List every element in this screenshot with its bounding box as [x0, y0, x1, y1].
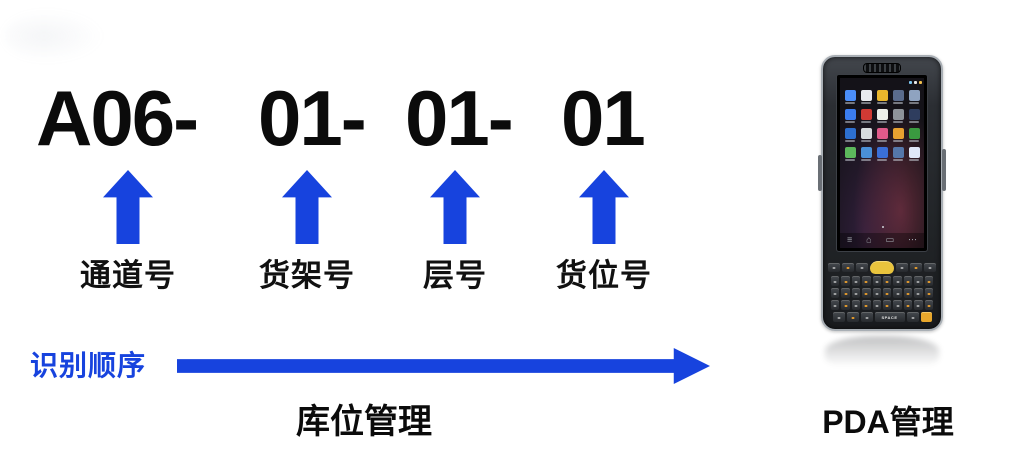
app-icon	[859, 109, 873, 123]
app-icon	[891, 147, 905, 161]
app-icon	[891, 90, 905, 104]
keyboard-key	[832, 312, 845, 322]
status-bar	[840, 78, 924, 86]
keyboard-key	[830, 288, 840, 298]
keyboard-key	[872, 300, 881, 310]
sequence-order-label: 识别顺序	[30, 350, 147, 381]
keyboard-key	[893, 288, 902, 298]
home-icon: ⌂	[866, 234, 872, 245]
menu-icon: ≡	[846, 234, 853, 245]
keyboard-key	[862, 300, 871, 310]
segment-label-aisle: 通道号	[80, 258, 176, 293]
caption-pda-management: PDA管理	[822, 404, 954, 440]
space-key: SPACE	[874, 312, 905, 322]
app-icon	[875, 109, 889, 123]
app-icon	[859, 90, 873, 104]
right-arrow-icon	[177, 348, 710, 384]
up-arrow-icon	[579, 170, 629, 244]
keyboard-key	[842, 263, 854, 272]
keyboard-key	[914, 300, 923, 310]
pda-body: ≡ ⌂ ▭ ⋯ SPACE	[818, 55, 946, 331]
keyboard-key	[828, 263, 840, 272]
keyboard-key	[860, 312, 873, 322]
keyboard-key	[830, 276, 840, 286]
keyboard-key	[924, 276, 934, 286]
back-icon: ▭	[885, 234, 895, 245]
app-icon	[907, 128, 921, 142]
app-icon	[859, 128, 873, 142]
keyboard-key	[841, 300, 850, 310]
pda-screen-content: ≡ ⌂ ▭ ⋯	[840, 78, 924, 248]
app-icon	[907, 109, 921, 123]
keyboard-key	[856, 263, 868, 272]
keyboard-key	[862, 288, 871, 298]
keyboard-key	[896, 263, 908, 272]
scan-button	[870, 261, 894, 274]
app-icon	[907, 147, 921, 161]
app-icon	[843, 147, 857, 161]
keyboard-key	[903, 288, 913, 298]
keyboard-key	[846, 312, 859, 322]
keyboard-key	[924, 263, 936, 272]
keyboard-key	[841, 276, 850, 286]
up-arrow-icon	[282, 170, 332, 244]
up-arrow-icon	[430, 170, 480, 244]
pda-screen: ≡ ⌂ ▭ ⋯	[836, 74, 928, 252]
keyboard-key	[920, 312, 932, 322]
app-icon	[843, 109, 857, 123]
up-arrow-icon	[103, 170, 153, 244]
app-icon	[891, 128, 905, 142]
android-nav-bar: ≡ ⌂ ▭ ⋯	[840, 233, 924, 248]
keyboard-key	[883, 300, 892, 310]
caption-location-management: 库位管理	[296, 403, 432, 441]
watermark-smudge	[4, 10, 104, 62]
keyboard-key	[872, 288, 881, 298]
app-icon	[875, 147, 889, 161]
keyboard-key	[910, 263, 922, 272]
keyboard-key	[893, 300, 902, 310]
app-icon	[875, 90, 889, 104]
app-icon	[843, 90, 857, 104]
keyboard-key	[893, 276, 902, 286]
keyboard-key	[914, 276, 923, 286]
app-grid	[840, 86, 924, 161]
code-segment-shelf: 01-	[258, 74, 367, 162]
segment-label-shelf: 货架号	[259, 258, 355, 293]
keyboard-key	[872, 276, 881, 286]
keyboard-key	[924, 288, 934, 298]
app-icon	[843, 128, 857, 142]
keyboard-key	[851, 288, 861, 298]
segment-label-layer: 层号	[423, 258, 487, 293]
code-segment-slot: 01	[561, 74, 646, 162]
keyboard-key	[906, 312, 919, 322]
keyboard-key	[841, 288, 850, 298]
keyboard-key	[851, 300, 861, 310]
segment-label-slot: 货位号	[556, 258, 652, 293]
code-segment-aisle: A06-	[36, 74, 199, 162]
pda-device-image: ≡ ⌂ ▭ ⋯ SPACE	[818, 52, 948, 382]
pda-keyboard: SPACE	[828, 261, 936, 324]
keyboard-key	[903, 276, 913, 286]
keyboard-key	[883, 276, 892, 286]
app-icon	[907, 90, 921, 104]
more-icon: ⋯	[908, 234, 917, 245]
keyboard-key	[851, 276, 861, 286]
device-reflection	[825, 336, 939, 372]
status-icon	[909, 81, 912, 84]
status-icon	[914, 81, 917, 84]
status-icon	[919, 81, 922, 84]
app-icon	[891, 109, 905, 123]
code-segment-layer: 01-	[405, 74, 514, 162]
app-icon	[859, 147, 873, 161]
keyboard-key	[903, 300, 913, 310]
keyboard-key	[830, 300, 840, 310]
keyboard-key	[924, 300, 934, 310]
app-icon	[875, 128, 889, 142]
speaker-grille-icon	[863, 63, 901, 73]
keyboard-key	[862, 276, 871, 286]
keyboard-key	[883, 288, 892, 298]
page-indicator-dot	[882, 226, 884, 228]
keyboard-key	[914, 288, 923, 298]
